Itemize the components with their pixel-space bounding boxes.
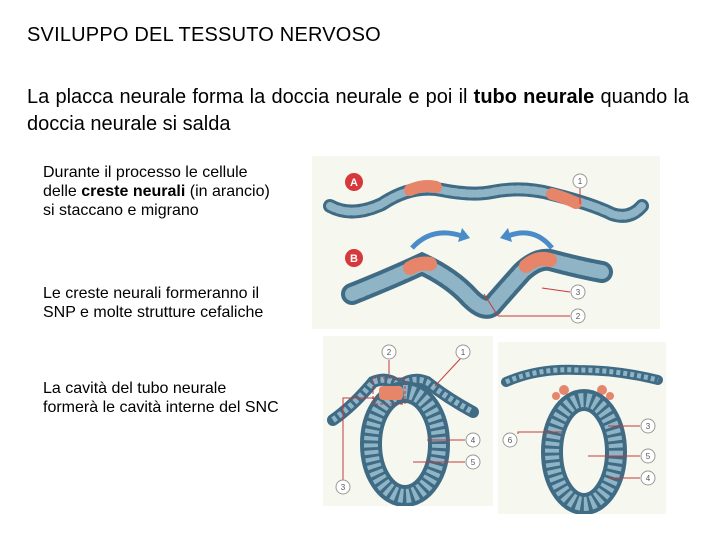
neural-crest-cells: [379, 386, 403, 400]
migrating-crest-left-2: [552, 392, 560, 400]
callout-left-3: 3: [341, 483, 346, 492]
lead-paragraph: La placca neurale forma la doccia neural…: [27, 84, 689, 138]
arrow-left-icon: [412, 233, 462, 248]
paragraph-creste: Durante il processo le cellule delle cre…: [43, 163, 283, 220]
figure-tube-closed: 3 6 5 4: [498, 342, 666, 514]
callout-right-6: 6: [508, 436, 513, 445]
neural-crest-left-a: [410, 186, 436, 190]
callout-left-1: 1: [461, 348, 466, 357]
callout-right-5: 5: [646, 452, 651, 461]
page-title: SVILUPPO DEL TESSUTO NERVOSO: [27, 24, 381, 47]
stage-b-label: B: [350, 253, 358, 265]
stage-a-label: A: [350, 177, 358, 189]
callout-right-4: 4: [646, 474, 651, 483]
figure-tube-closing: 2 1 4 5 3: [323, 336, 493, 506]
leader-line-left-1: [435, 358, 461, 386]
leader-line-3: [542, 288, 570, 292]
callout-left-5: 5: [471, 458, 476, 467]
callout-top-2: 2: [576, 312, 581, 321]
paragraph-snc: La cavità del tubo neurale formerà le ca…: [43, 379, 283, 417]
callout-right-3: 3: [646, 422, 651, 431]
callout-left-2: 2: [387, 348, 392, 357]
callout-left-4: 4: [471, 436, 476, 445]
paragraph-snp: Le creste neurali formeranno il SNP e mo…: [43, 284, 283, 322]
callout-top-1: 1: [578, 177, 583, 186]
lead-bold-tubo-neurale: tubo neurale: [474, 86, 595, 108]
neural-crest-right-b: [526, 259, 550, 266]
arrow-right-icon: [508, 233, 552, 248]
neural-crest-left-b: [410, 264, 430, 269]
lead-text-1: La placca neurale forma la doccia neural…: [27, 86, 474, 108]
para1-bold-creste-neurali: creste neurali: [81, 183, 185, 200]
callout-top-3: 3: [576, 288, 581, 297]
figure-neural-groove: A B 1 3 2: [312, 156, 660, 329]
